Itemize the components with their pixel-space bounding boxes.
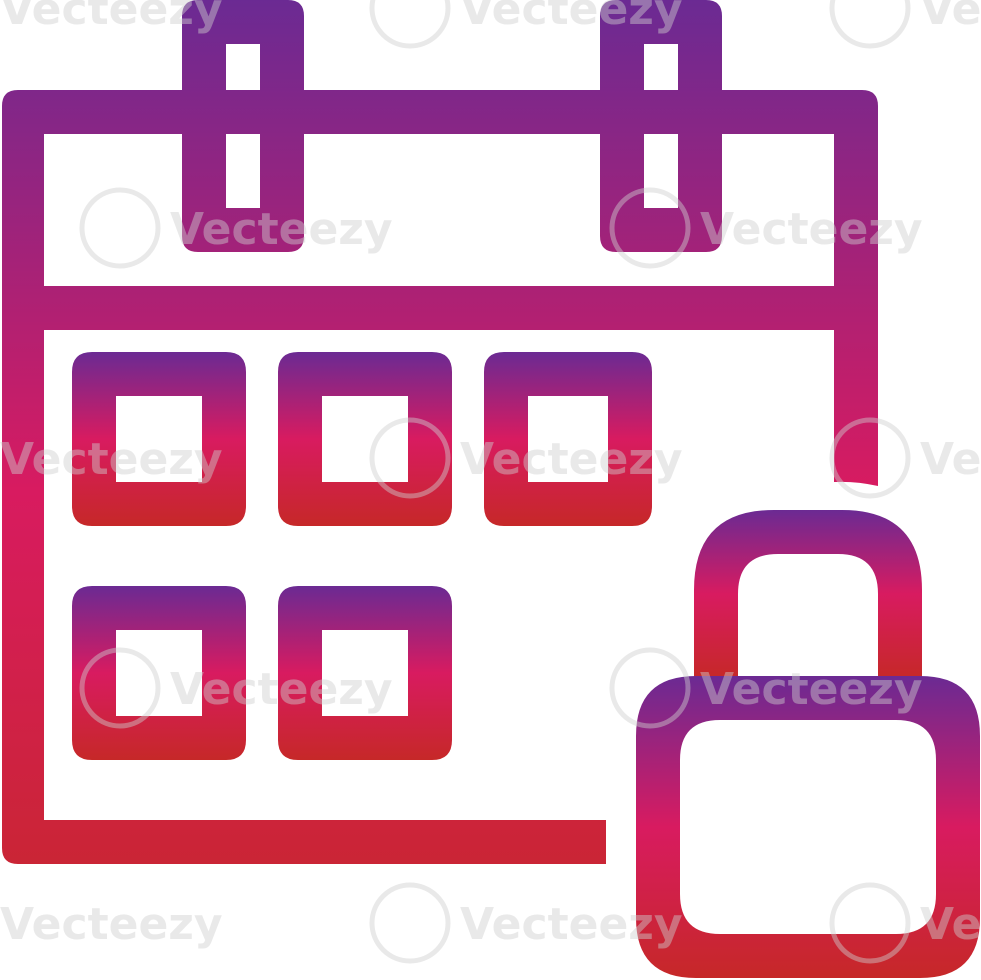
- day-box-2: [278, 352, 452, 526]
- watermark-mark: Vecteezy: [609, 647, 923, 729]
- watermark-mark: Vecteezy: [829, 0, 981, 49]
- day-box-1: [72, 352, 246, 526]
- watermark-mark: Vecteezy: [369, 417, 683, 499]
- watermark-text: Vecteezy: [460, 899, 683, 950]
- watermark-text: Vecteezy: [460, 0, 683, 35]
- watermark-mark: Vecteezy: [79, 647, 393, 729]
- watermark-logo-icon: [369, 0, 451, 49]
- watermark-text: Vecteezy: [460, 434, 683, 485]
- lock-body: [636, 676, 980, 978]
- watermark-text: Vecteezy: [700, 204, 923, 255]
- day-box-3: [484, 352, 652, 526]
- watermark-logo-icon: [829, 417, 911, 499]
- lock-shackle: [694, 510, 922, 678]
- watermark-text: Vecteezy: [920, 0, 981, 35]
- day-box-5: [278, 586, 452, 760]
- watermark-logo-icon: [609, 647, 691, 729]
- day-box-4: [72, 586, 246, 760]
- watermark-mark: Vecteezy: [0, 0, 223, 35]
- watermark-text: Vecteezy: [170, 664, 393, 715]
- watermark-text: Vecteezy: [700, 664, 923, 715]
- watermark-logo-icon: [369, 417, 451, 499]
- calendar-ring-left: [182, 0, 304, 252]
- watermark-mark: Vecteezy: [369, 882, 683, 964]
- watermark-mark: Vecteezy: [79, 187, 393, 269]
- watermark-text: Vecteezy: [920, 899, 981, 950]
- watermark-mark: Vecteezy: [0, 899, 223, 950]
- watermark-text: Vecteezy: [170, 204, 393, 255]
- watermark-mark: Vecteezy: [829, 882, 981, 964]
- watermark-logo-icon: [829, 0, 911, 49]
- watermark-logo-icon: [79, 187, 161, 269]
- watermark-text: Vecteezy: [0, 899, 223, 950]
- watermark-mark: Vecteezy: [829, 417, 981, 499]
- watermark-logo-icon: [829, 882, 911, 964]
- watermark-text: Vecteezy: [920, 434, 981, 485]
- watermark-text: Vecteezy: [0, 434, 223, 485]
- watermark-mark: Vecteezy: [609, 187, 923, 269]
- watermark-logo-icon: [609, 187, 691, 269]
- calendar-ring-right: [600, 0, 722, 252]
- watermark-logo-icon: [79, 647, 161, 729]
- watermark-mark: Vecteezy: [0, 434, 223, 485]
- watermark-text: Vecteezy: [0, 0, 223, 35]
- watermark-logo-icon: [369, 882, 451, 964]
- watermark-mark: Vecteezy: [369, 0, 683, 49]
